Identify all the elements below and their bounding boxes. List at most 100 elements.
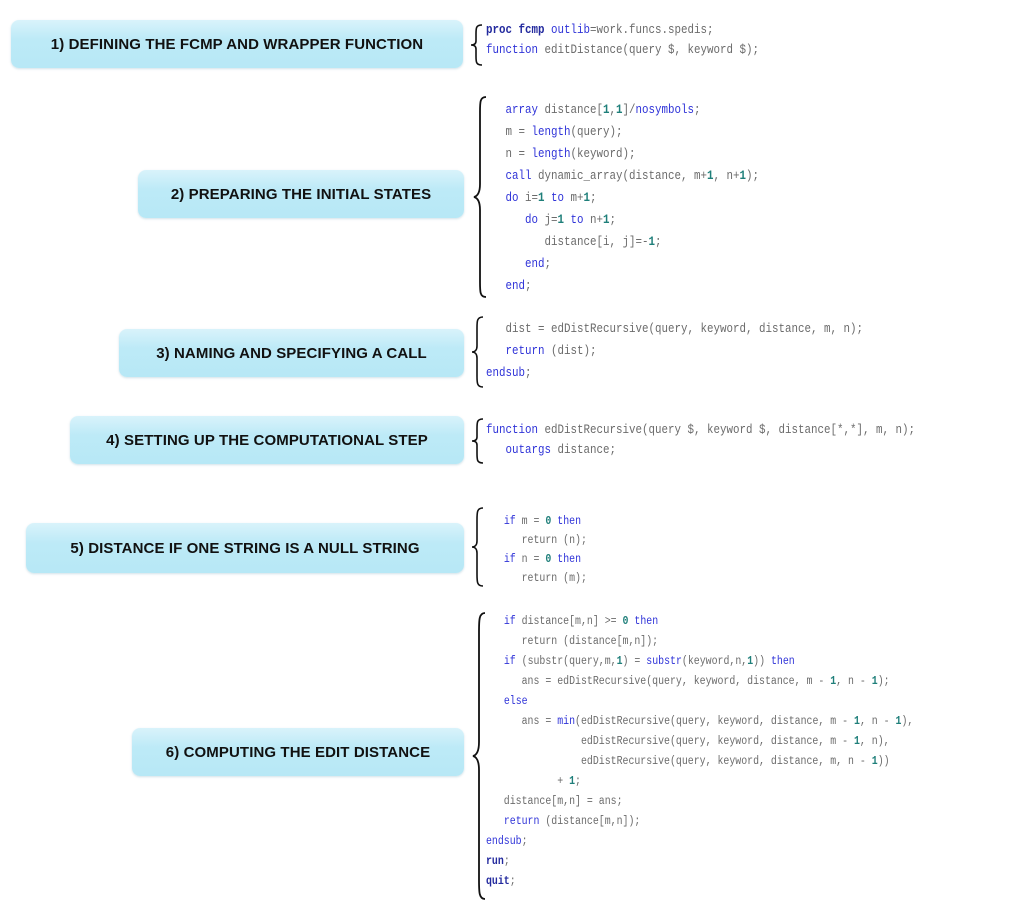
code-token	[486, 344, 506, 358]
section-label-5: 5) DISTANCE IF ONE STRING IS A NULL STRI…	[26, 523, 464, 573]
code-block-6: if distance[m,n] >= 0 then return (dista…	[486, 612, 913, 892]
code-line: do j=1 to n+1;	[486, 209, 759, 231]
code-line: end;	[486, 275, 759, 297]
code-token: ))	[877, 755, 890, 768]
code-token: dynamic_array(distance, m+	[531, 169, 708, 183]
code-token: function	[486, 423, 539, 437]
code-token: ))	[753, 655, 771, 668]
code-token: call	[505, 169, 532, 183]
code-token: if	[503, 553, 516, 566]
code-line: if distance[m,n] >= 0 then	[486, 612, 913, 632]
code-token	[486, 553, 504, 566]
code-token: ;	[590, 191, 597, 205]
code-token	[486, 615, 504, 628]
code-line: end;	[486, 253, 759, 275]
code-token: m =	[515, 515, 546, 528]
code-token: ;	[654, 235, 662, 249]
code-token: 1	[616, 655, 623, 668]
code-token: end	[505, 279, 526, 293]
code-token: then	[634, 615, 659, 628]
code-line: ans = min(edDistRecursive(query, keyword…	[486, 712, 914, 732]
code-token: (query);	[570, 125, 623, 139]
code-line: outargs distance;	[486, 440, 915, 460]
code-token: n+	[583, 213, 604, 227]
code-token: then	[557, 515, 582, 528]
code-token: ;	[525, 279, 532, 293]
code-token: distance[i, j]=-	[486, 235, 649, 249]
code-token: 1	[853, 715, 860, 728]
code-line: edDistRecursive(query, keyword, distance…	[486, 752, 913, 772]
code-token: , n -	[859, 715, 896, 728]
brace-icon-3	[471, 316, 485, 388]
code-token: then	[557, 553, 582, 566]
code-token: array	[505, 103, 539, 117]
code-token: (keyword);	[570, 147, 636, 161]
code-token: proc fcmp	[486, 23, 545, 37]
code-token: endsub	[486, 835, 522, 848]
code-line: return (m);	[486, 569, 587, 588]
code-line: distance[m,n] = ans;	[486, 792, 913, 812]
code-line: function editDistance(query $, keyword $…	[486, 40, 759, 60]
code-token: editDistance(query $, keyword $);	[538, 43, 759, 57]
code-line: distance[i, j]=-1;	[486, 231, 759, 253]
code-line: + 1;	[486, 772, 913, 792]
code-block-1: proc fcmp outlib=work.funcs.spedis;funct…	[486, 20, 759, 60]
code-line: m = length(query);	[486, 121, 759, 143]
code-token: edDistRecursive(query, keyword, distance…	[486, 735, 854, 748]
code-token: run	[486, 855, 504, 868]
code-token: else	[503, 695, 528, 708]
code-token: m+	[564, 191, 584, 205]
code-line: proc fcmp outlib=work.funcs.spedis;	[486, 20, 759, 40]
section-label-4: 4) SETTING UP THE COMPUTATIONAL STEP	[70, 416, 464, 464]
code-token	[486, 443, 506, 457]
code-token: =work.funcs.spedis;	[590, 23, 714, 37]
code-token: (substr(query,m,	[515, 655, 617, 668]
code-token: 0	[545, 553, 552, 566]
code-line: else	[486, 692, 913, 712]
code-token: +	[486, 775, 570, 788]
code-token	[486, 815, 504, 828]
code-line: ans = edDistRecursive(query, keyword, di…	[486, 672, 913, 692]
code-token: nosymbols	[635, 103, 695, 117]
code-token: edDistRecursive(query, keyword, distance…	[486, 755, 872, 768]
code-token: , n+	[713, 169, 740, 183]
code-block-2: array distance[1,1]/nosymbols; m = lengt…	[486, 99, 759, 297]
code-token: 1	[603, 213, 610, 227]
code-token: (edDistRecursive(query, keyword, distanc…	[575, 715, 854, 728]
code-line: return (n);	[486, 531, 587, 550]
code-token: 1	[616, 103, 623, 117]
code-token: j=	[538, 213, 558, 227]
code-token: endsub	[486, 366, 526, 380]
code-token: quit	[486, 875, 510, 888]
code-token: 1	[707, 169, 714, 183]
code-line: n = length(keyword);	[486, 143, 759, 165]
code-token	[486, 515, 504, 528]
code-block-3: dist = edDistRecursive(query, keyword, d…	[486, 318, 863, 384]
code-token	[486, 279, 506, 293]
code-line: endsub;	[486, 362, 863, 384]
code-block-4: function edDistRecursive(query $, keywor…	[486, 420, 915, 460]
code-line: dist = edDistRecursive(query, keyword, d…	[486, 318, 863, 340]
code-token: ;	[521, 835, 528, 848]
code-line: do i=1 to m+1;	[486, 187, 759, 209]
code-token: return (m);	[486, 572, 587, 585]
code-token: if	[503, 515, 516, 528]
code-token: ;	[509, 875, 516, 888]
code-token: function	[486, 43, 539, 57]
code-token: (dist);	[544, 344, 597, 358]
code-token: n =	[486, 147, 532, 161]
code-token: then	[770, 655, 795, 668]
section-label-2: 2) PREPARING THE INITIAL STATES	[138, 170, 464, 218]
code-token: 1	[853, 735, 860, 748]
code-token	[486, 191, 506, 205]
code-line: return (distance[m,n]);	[486, 812, 913, 832]
code-line: edDistRecursive(query, keyword, distance…	[486, 732, 913, 752]
code-line: run;	[486, 852, 913, 872]
code-token: length	[531, 125, 571, 139]
code-token: length	[531, 147, 571, 161]
code-token: 0	[545, 515, 552, 528]
code-token: ;	[694, 103, 701, 117]
code-line: quit;	[486, 872, 913, 892]
code-token: 0	[622, 615, 629, 628]
code-token: dist = edDistRecursive(query, keyword, d…	[486, 322, 863, 336]
